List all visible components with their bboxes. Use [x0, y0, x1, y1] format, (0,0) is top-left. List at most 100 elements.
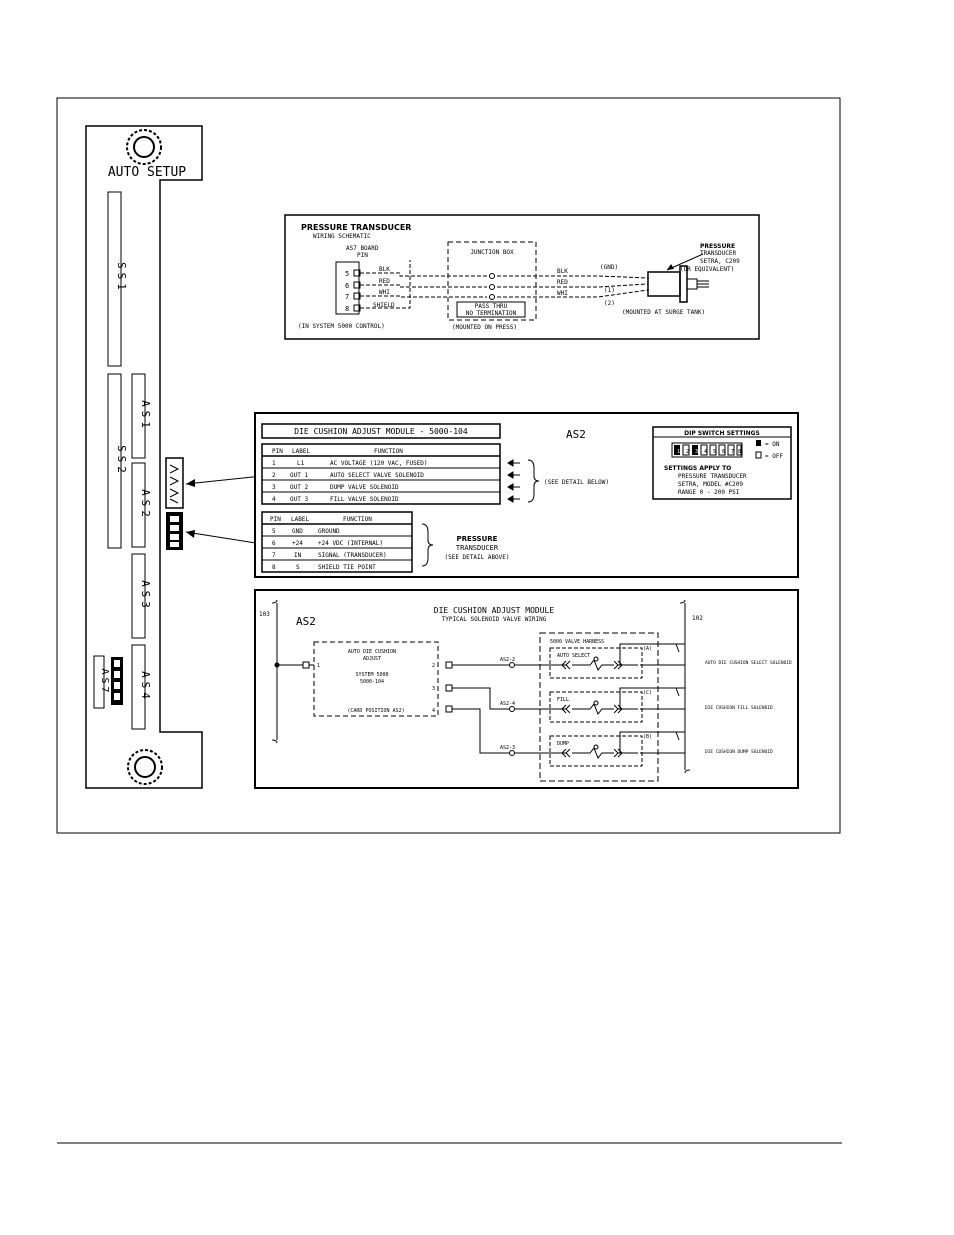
t1-r3-pin: 3 [272, 484, 276, 491]
wire-right-whi: WHI [557, 290, 568, 297]
pressure-transducer-icon [647, 265, 709, 303]
t1-r3-function: DUMP VALVE SOLENOID [330, 484, 399, 491]
valve-harness [539, 632, 659, 782]
module-term-2: 2 [432, 663, 435, 669]
slot-as3 [131, 553, 146, 639]
t1-r1-label: L1 [297, 460, 305, 467]
wire-right-blk: BLK [557, 268, 568, 275]
wire-right-red: RED [557, 279, 568, 286]
t1-r2-label: OUT 1 [290, 472, 308, 479]
coil-c: (C) [643, 690, 652, 696]
as2-connector-lower [166, 512, 183, 550]
slot-as7 [93, 655, 105, 709]
pin-5: 5 [345, 270, 349, 278]
t1-r4-function: FILL VALVE SOLENOID [330, 496, 399, 503]
transducer-wires [360, 260, 649, 309]
terminal-gnd: (GND) [600, 264, 618, 271]
bottom-knob-icon [127, 749, 163, 785]
transducer-schematic: PRESSURE TRANSDUCER WIRING SCHEMATIC AS7… [284, 214, 760, 340]
board-title: AUTO SETUP [108, 165, 186, 180]
board-pin-label-1: AS7 BOARD [346, 245, 379, 252]
dip-off-legend: = OFF [765, 453, 783, 460]
wiring-panel-frame [254, 589, 799, 789]
junction-title: JUNCTION BOX [470, 249, 514, 256]
wire-left-shield: SHIELD [373, 302, 395, 309]
slot-as4 [131, 644, 146, 730]
slot-as3-label: AS3 [139, 580, 152, 612]
dip-digit-8: 8 [738, 449, 741, 455]
dip-title: DIP SWITCH SETTINGS [684, 430, 760, 437]
slot-as4-label: AS4 [139, 671, 152, 703]
module-table-title: DIE CUSHION ADJUST MODULE - 5000-104 [294, 427, 468, 436]
t2-r4-function: SHIELD TIE POINT [318, 564, 376, 571]
output-fill: DIE CUSHION FILL SOLENOID [705, 705, 773, 711]
t2-h-label: LABEL [291, 516, 309, 523]
board-outline [85, 125, 203, 789]
module-term-3: 3 [432, 686, 435, 692]
connector-leaders [185, 475, 263, 545]
t2-r4-pin: 8 [272, 564, 276, 571]
coil-b: (B) [643, 734, 652, 740]
slot-ss1-label: SS1 [115, 262, 128, 294]
valve-label-auto-select: AUTO SELECT [557, 653, 590, 659]
module-box: AUTO DIE CUSHION ADJUST SYSTEM 5000 5000… [313, 641, 439, 717]
slot-as1 [131, 373, 146, 459]
valve-label-fill: FILL [557, 697, 569, 703]
terminal-1: (1) [604, 287, 615, 294]
t2-r3-pin: 7 [272, 552, 276, 559]
settings-2: PRESSURE TRANSDUCER [678, 473, 747, 480]
figure-frame [56, 97, 841, 834]
t2-r3-function: SIGNAL (TRANSDUCER) [318, 552, 387, 559]
wire-left-blk: BLK [379, 266, 390, 273]
sensor-label-2: TRANSDUCER [700, 250, 737, 257]
slot-ss2-label: SS2 [115, 445, 128, 477]
t2-h-pin: PIN [270, 516, 281, 523]
wire-tag-as2-2: AS2-2 [500, 657, 515, 663]
harness-title: 5000 VALVE HARNESS [550, 639, 604, 645]
module-term-4: 4 [432, 708, 435, 714]
settings-4: RANGE 0 - 200 PSI [678, 489, 740, 496]
note-detail-below: (SEE DETAIL BELOW) [544, 479, 609, 486]
dip-switch-box: DIP SWITCH SETTINGS 1 2 3 4 5 6 7 8 = ON [652, 426, 792, 500]
coil-wiring [619, 643, 685, 754]
module-term-in: 1 [317, 663, 320, 669]
module-as2-label: AS2 [566, 428, 586, 441]
dip-digit-4: 4 [704, 449, 707, 455]
auto-setup-board: AUTO SETUP SS1 SS2 AS1 AS2 AS3 AS4 AS7 [85, 125, 203, 789]
module-table-panel: DIE CUSHION ADJUST MODULE - 5000-104 AS2… [254, 412, 799, 578]
wiring-subtitle: TYPICAL SOLENOID VALVE WIRING [442, 616, 547, 623]
as7-connector [111, 657, 123, 705]
note-tank: (MOUNTED AT SURGE TANK) [622, 309, 705, 316]
valve-auto-select: AUTO SELECT [549, 647, 643, 679]
t2-r2-pin: 6 [272, 540, 276, 547]
schematic-subtitle: WIRING SCHEMATIC [313, 233, 371, 240]
t2-r1-function: GROUND [318, 528, 340, 535]
t2-r2-label: +24 [292, 540, 303, 547]
t1-r3-label: OUT 2 [290, 484, 308, 491]
module-line-4: 5000-104 [360, 679, 384, 685]
settings-3: SETRA, MODEL #C209 [678, 481, 743, 488]
t2-r1-pin: 5 [272, 528, 276, 535]
note-press: (MOUNTED ON PRESS) [452, 324, 517, 331]
t2-r2-function: +24 VDC (INTERNAL) [318, 540, 383, 547]
slot-ss2 [107, 373, 122, 549]
coil-a: (A) [643, 646, 652, 652]
schematic-title: PRESSURE TRANSDUCER [301, 223, 411, 232]
module-line-5: (CARD POSITION AS2) [347, 708, 404, 714]
t1-r2-function: AUTO SELECT VALVE SOLENOID [330, 472, 424, 479]
slot-as1-label: AS1 [139, 400, 152, 432]
dip-on-legend: = ON [765, 441, 780, 448]
t1-r4-pin: 4 [272, 496, 276, 503]
t2-r4-label: S [296, 564, 300, 571]
pin-table-1: PIN LABEL FUNCTION 1 L1 AC VOLTAGE (120 … [261, 443, 501, 505]
slot-as2 [131, 462, 146, 548]
output-arrows [507, 459, 540, 503]
t1-r2-pin: 2 [272, 472, 276, 479]
wire-left-whi: WHI [379, 289, 390, 296]
dip-digit-3: 3 [695, 449, 698, 455]
settings-1: SETTINGS APPLY TO [664, 465, 731, 472]
t1-r4-label: OUT 3 [290, 496, 308, 503]
dip-switch-icon [671, 442, 743, 458]
solenoid-wiring-panel: DIE CUSHION ADJUST MODULE TYPICAL SOLENO… [254, 589, 799, 789]
